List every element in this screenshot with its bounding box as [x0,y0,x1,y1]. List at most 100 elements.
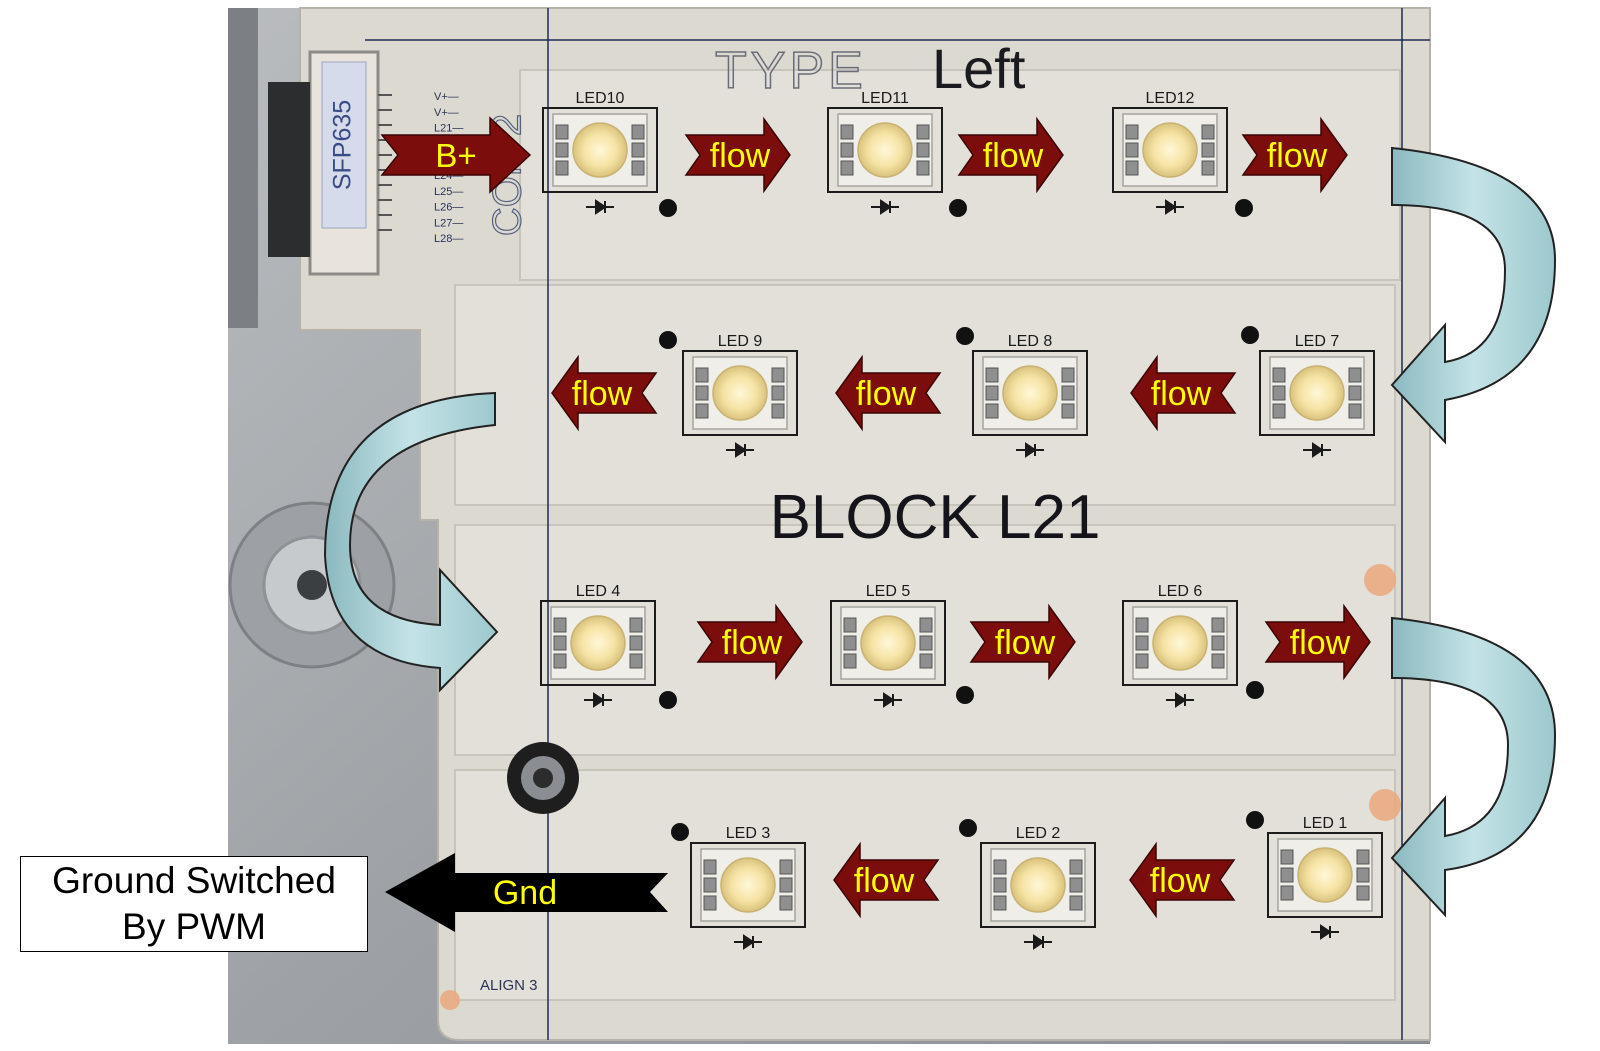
pin-label: L26— [434,202,463,214]
via-hole [1246,811,1264,829]
led-label: LED 6 [1158,583,1203,600]
flow-arrow: flow [957,116,1064,194]
flow-arrow-shape [835,354,942,432]
flow-label: flow [983,137,1044,175]
led-lens [572,122,628,178]
led-outline [1267,832,1383,918]
diode-symbol [874,692,902,708]
led-pin [843,653,857,669]
flow-arrow: flow [696,603,803,681]
led-pin [993,877,1007,893]
led-lens [570,615,626,671]
ground-callout-box: Ground Switched By PWM [20,856,368,952]
led-pin [919,635,933,651]
led-pin [916,124,930,140]
led-pin [1135,653,1149,669]
led-pin [1125,124,1139,140]
flow-label: flow [572,375,633,413]
flow-arrow-shape [1130,354,1237,432]
flow-arrow-shape [551,354,658,432]
led-pin [1280,867,1294,883]
diode-symbol [871,199,899,215]
led-pin [771,367,785,383]
led-lens [712,365,768,421]
via-hole [956,686,974,704]
flow-arrow: flow [1241,116,1348,194]
led-pin [629,617,643,633]
gnd-arrow: Gnd [385,853,668,932]
led-led3: LED 3 [671,823,806,950]
flow-arrow: flow [835,354,942,432]
led-pin [1348,403,1362,419]
led-led6: LED 6 [1122,583,1264,708]
via-hole [659,199,677,217]
led-outline [830,600,946,686]
led-pin [840,142,854,158]
led-pin [1211,635,1225,651]
flow-arrow: flow [1129,841,1236,919]
led-pin [985,367,999,383]
turn-arrow-right-top [1390,146,1557,445]
led-outline [542,107,658,193]
led-pin [1272,385,1286,401]
diode-symbol [726,442,754,458]
flow-arrow: flow [684,116,791,194]
via-hole [949,199,967,217]
led-pin [553,617,567,633]
turn-arrow-right-bottom [1390,616,1557,918]
led-pin [629,635,643,651]
led-pin [993,859,1007,875]
align-label: ALIGN 3 [480,977,538,994]
via-hole [1246,681,1264,699]
led-pin [1061,367,1075,383]
via-hole [959,819,977,837]
flow-arrow: flow [833,841,940,919]
led-pin [1069,859,1083,875]
block-label: BLOCK L21 [770,483,1101,552]
via-hole [1235,199,1253,217]
via-hole [671,823,689,841]
callout-line-1: Ground Switched [52,860,336,901]
led-pin [919,653,933,669]
flow-arrow: flow [551,354,658,432]
led-pin [1211,653,1225,669]
led-pin [555,160,569,176]
led-pin [1201,142,1215,158]
flow-label: flow [722,624,783,662]
flow-arrow: flow [1130,354,1237,432]
bplus-label: B+ [435,137,476,174]
via-hole [956,327,974,345]
pin-label: V+— [434,107,459,119]
led-led9: LED 9 [659,331,798,458]
rivet [507,742,579,814]
led-lens [857,122,913,178]
connector-pins [378,94,392,231]
led-pin [993,895,1007,911]
flow-arrow-shape [1264,603,1371,681]
led-pin [703,877,717,893]
led-label: LED 8 [1008,333,1053,350]
diode-symbol [586,199,614,215]
led-outline [1112,107,1228,193]
led-led10: LED10 [542,90,677,217]
led-pin [555,124,569,140]
led-pin [703,859,717,875]
led-pin [1272,367,1286,383]
flow-arrow-shape [969,603,1076,681]
led-pin [631,142,645,158]
led-pin [1125,142,1139,158]
led-pin [771,403,785,419]
led-pin [840,160,854,176]
type-label: TYPE [715,42,867,100]
led-pin [695,403,709,419]
led-pin [631,124,645,140]
led-pin [843,617,857,633]
pin-label: V+— [434,91,459,103]
flow-arrow-shape [833,841,940,919]
led-outline [972,350,1088,436]
led-pin [1280,849,1294,865]
via-hole [1241,326,1259,344]
flow-label: flow [995,624,1056,662]
via-hole [659,331,677,349]
led-label: LED10 [576,90,625,107]
